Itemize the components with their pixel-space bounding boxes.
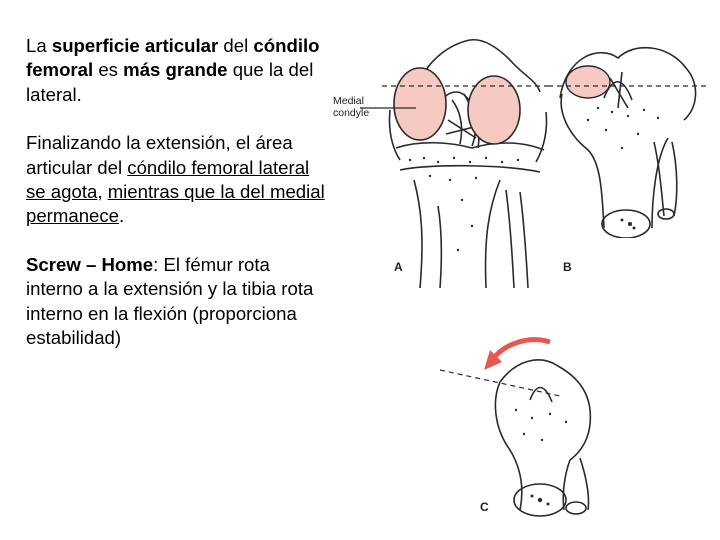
text-segment: del: [218, 35, 254, 56]
figure-c-knee-illustration: [440, 337, 592, 517]
medial-label-line1: Medial: [333, 95, 364, 107]
text-segment: es: [93, 59, 124, 81]
text-column: La superficie articular del cóndilo femo…: [26, 34, 326, 374]
medial-condyle: [393, 67, 447, 141]
figure-label-a: A: [394, 260, 403, 274]
bold-term: más grande: [123, 59, 228, 81]
bold-term: superficie articular: [51, 35, 219, 56]
paragraph-condyle-surface: La superficie articular del cóndilo femo…: [26, 34, 326, 107]
bold-term: Screw – Home: [26, 253, 154, 275]
text-segment: : El fémur rota interno a la extensión y…: [26, 253, 314, 349]
medial-condyle-leader-line: [360, 107, 416, 109]
figure-label-c: C: [480, 500, 489, 514]
text-segment: .: [119, 205, 125, 227]
text-segment: que la del lateral.: [26, 59, 314, 105]
bold-term: cóndilo femoral: [26, 35, 320, 81]
figure-b-knee-illustration: [548, 46, 706, 238]
paragraph-extension: Finalizando la extensión, el área articu…: [26, 131, 326, 229]
rotation-arrow-icon: [484, 337, 551, 370]
medial-condyle-b: [565, 65, 611, 99]
text-segment: Finalizando la extensión, el área articu…: [26, 132, 293, 178]
figure-label-b: B: [563, 260, 572, 274]
underlined-term: mientras que la del medial permanece: [26, 181, 325, 227]
underlined-term: cóndilo femoral lateral se agota: [26, 156, 310, 203]
medial-label-line2: condyle: [333, 107, 370, 119]
figure-a-knee-illustration: [382, 38, 548, 289]
medial-condyle-label: Medial condyle: [333, 95, 369, 119]
text-segment: La: [26, 35, 52, 56]
text-segment: ,: [97, 181, 108, 203]
lateral-condyle: [467, 75, 521, 145]
paragraph-screw-home: Screw – Home: El fémur rota interno a la…: [26, 253, 326, 351]
